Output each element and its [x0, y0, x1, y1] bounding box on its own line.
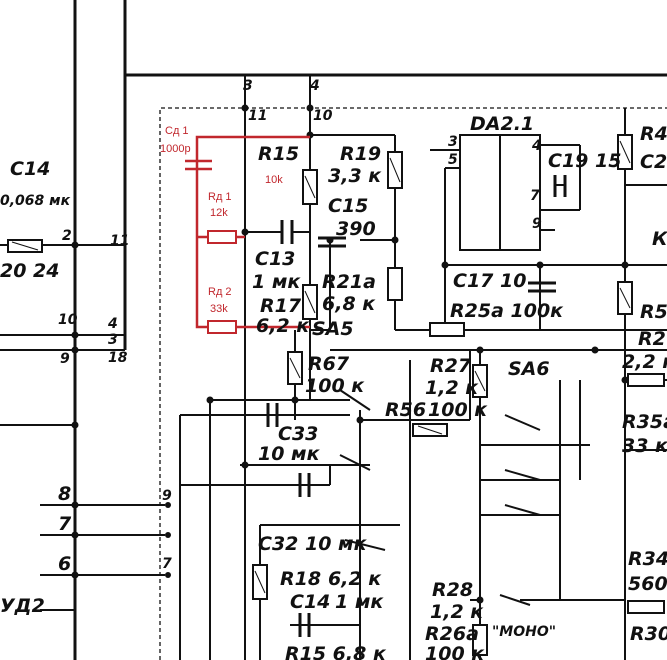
annotation-cd1-value: 1000p	[160, 143, 191, 155]
label-r19: R19	[340, 143, 381, 165]
label-da-pin-7: 7	[530, 188, 540, 204]
label-c13-value: 1 мк	[252, 271, 301, 293]
label-r19-value: 3,3 к	[328, 165, 382, 187]
label-c14-left: C14	[10, 158, 50, 180]
label-top-3: 3	[243, 78, 253, 94]
label-c15-value: 390	[336, 218, 376, 240]
annotation-rd2: Rд 2	[208, 286, 232, 298]
label-c14-bottom: C14	[290, 591, 330, 613]
label-r27: R27	[430, 355, 472, 377]
label-pin-11-left: 11	[110, 233, 129, 249]
label-r17: R17	[260, 295, 302, 317]
label-r18: R18	[280, 568, 321, 590]
label-r2: R2	[638, 328, 666, 350]
label-pin-18: 18	[108, 350, 128, 366]
label-r15-bottom: R15 6,8 к	[285, 643, 387, 660]
label-r56-value: 100 к	[428, 399, 488, 421]
label-r34-value: 560	[628, 573, 667, 595]
label-r56: R56	[385, 399, 426, 421]
label-c33-value: 10 мк	[258, 443, 321, 465]
label-r2-value: 2,2 к	[622, 351, 667, 373]
label-r26a-value: 100 к	[425, 643, 485, 660]
label-r67-value: 100 к	[305, 375, 365, 397]
resistors	[7, 134, 665, 656]
junctions	[71, 104, 629, 604]
label-r21a-value: 6,8 к	[322, 293, 376, 315]
label-pin-2: 2	[62, 228, 72, 244]
label-pin-3: 3	[108, 332, 118, 348]
label-c17: C17 10	[453, 270, 526, 292]
label-pin-10-left: 10	[58, 312, 78, 328]
label-r25a: R25а 100к	[450, 300, 564, 322]
label-pin-9: 9	[60, 351, 70, 367]
label-r21a: R21а	[322, 271, 376, 293]
labels: C14 0,068 мк 20 24 2 11 10 4 3 9 18 8 7 …	[0, 78, 667, 660]
capacitors	[266, 175, 567, 637]
label-c2: C2	[640, 151, 667, 173]
label-ud2: УД2	[0, 595, 45, 617]
label-r28-value: 1,2 к	[430, 601, 484, 623]
red-annotation-labels: Сд 1 1000p 10k Rд 1 12k Rд 2 33k	[160, 125, 283, 315]
label-c14-bottom-value: 1 мк	[335, 591, 384, 613]
red-annotation	[185, 135, 310, 334]
label-top-11: 11	[248, 108, 267, 124]
label-r26a: R26а	[425, 623, 479, 645]
label-da-pin-3: 3	[448, 134, 458, 150]
label-r67: R67	[308, 353, 350, 375]
label-pin-8: 8	[58, 483, 71, 505]
label-c13: C13	[255, 248, 295, 270]
label-r17-value: 6,2 к	[256, 315, 310, 337]
label-r27-value: 1,2 к	[425, 377, 479, 399]
label-c33: C33	[278, 423, 318, 445]
label-mono: "МОНО"	[492, 624, 556, 640]
label-pin-7b: 7	[162, 556, 172, 572]
label-r35a-value: 33 к	[622, 435, 667, 457]
annotation-rd1: Rд 1	[208, 191, 232, 203]
label-pin-7: 7	[58, 513, 72, 535]
label-c32: C32 10 мк	[258, 533, 368, 555]
label-c19: C19 15	[548, 150, 621, 172]
label-da-pin-9: 9	[532, 216, 542, 232]
label-r4: R4	[640, 123, 667, 145]
label-r20-24: 20 24	[0, 260, 60, 282]
label-k1: К1	[652, 228, 667, 250]
label-top-10: 10	[313, 108, 333, 124]
annotation-rd1-value: 12k	[210, 207, 228, 219]
label-c14-left-value: 0,068 мк	[0, 193, 71, 209]
label-r34: R34	[628, 548, 667, 570]
label-da-pin-4: 4	[531, 138, 542, 154]
label-r5: R5	[640, 301, 667, 323]
label-r28: R28	[432, 579, 473, 601]
label-sa6: SA6	[508, 358, 550, 380]
label-c15: C15	[328, 195, 368, 217]
annotation-cd1: Сд 1	[165, 125, 189, 137]
label-r35a: R35а	[622, 411, 667, 433]
label-r30: R30	[630, 623, 667, 645]
label-pin-9b: 9	[162, 488, 172, 504]
annotation-rd2-value: 33k	[210, 303, 228, 315]
label-pin-6: 6	[58, 553, 71, 575]
label-top-4: 4	[309, 78, 320, 94]
label-da-pin-5: 5	[448, 152, 458, 168]
label-da2: DA2.1	[470, 113, 534, 135]
label-r18-value: 6,2 к	[328, 568, 382, 590]
label-sa5: SA5	[312, 318, 354, 340]
annotation-r15-value: 10k	[265, 174, 283, 186]
label-r15: R15	[258, 143, 299, 165]
label-pin-4: 4	[107, 316, 118, 332]
